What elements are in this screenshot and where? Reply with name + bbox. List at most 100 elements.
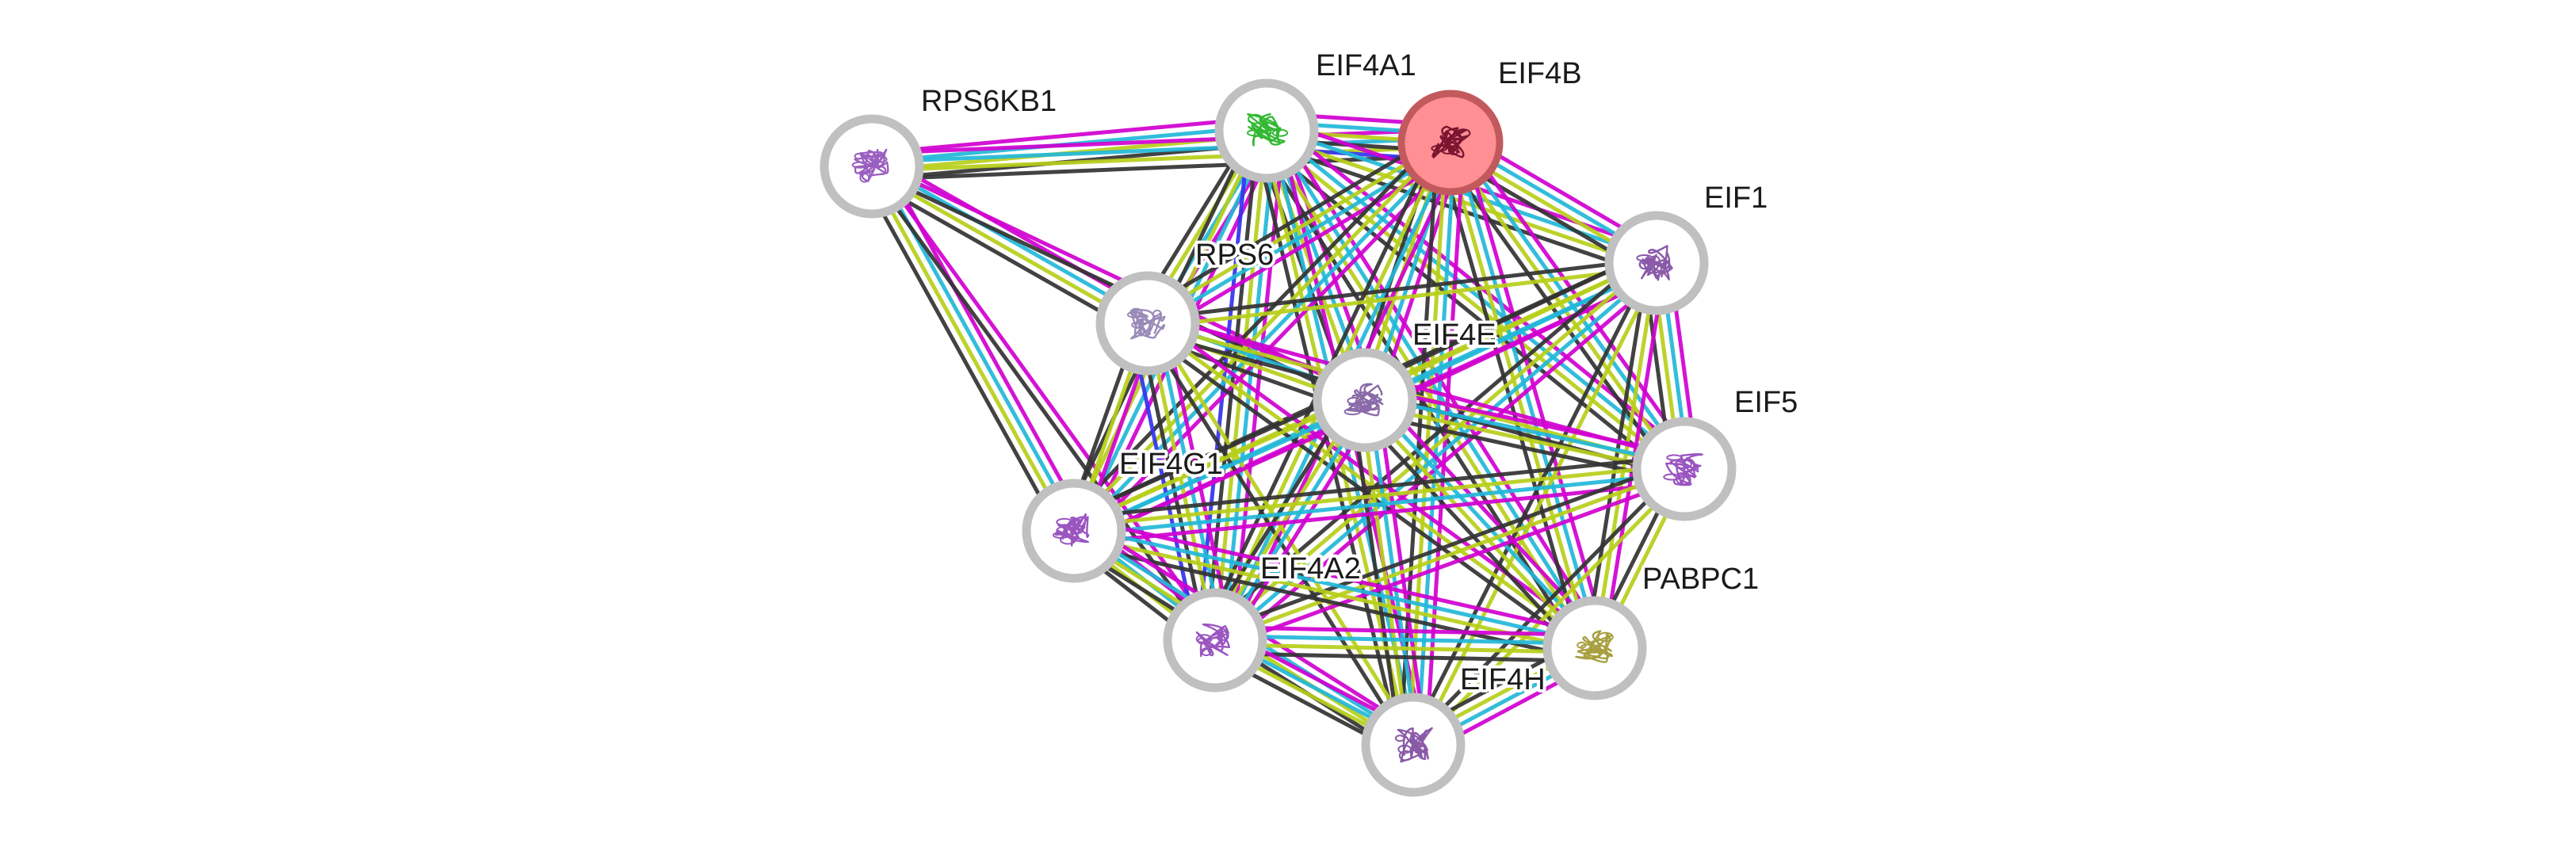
- edge-evidence-textmining: [1149, 319, 1420, 745]
- edge-evidence-coexpression: [1407, 259, 1655, 746]
- node-label: RPS6: [1195, 238, 1274, 272]
- edge-evidence-coexpression: [1145, 257, 1658, 322]
- node-label: EIF1: [1704, 181, 1768, 215]
- edge-eif5-eif4a2[interactable]: [1210, 459, 1690, 650]
- node-pabpc1[interactable]: PABPC1: [1542, 559, 1762, 700]
- node-rps6kb1[interactable]: RPS6KB1: [820, 82, 1060, 219]
- edge-evidence-textmining: [1592, 261, 1659, 650]
- edge-evidence-textmining: [1213, 642, 1597, 654]
- edge-evidence-coexpression: [1062, 132, 1443, 525]
- node-eif4h[interactable]: EIF4H: [1361, 660, 1549, 797]
- node-eif4g1[interactable]: EIF4G1: [1022, 444, 1226, 583]
- edge-evidence-textmining: [1143, 136, 1450, 322]
- protein-structure-icon: [1247, 113, 1289, 147]
- edge-evidence-coexpression: [1435, 144, 1584, 654]
- protein-structure-icon: [1636, 245, 1673, 281]
- edge-evidence-coexpression: [1398, 139, 1440, 746]
- edge-evidence-databases: [1452, 139, 1601, 649]
- edge-rps6kb1-eif4b[interactable]: [869, 128, 1454, 181]
- edge-evidence-experiments: [1424, 141, 1466, 748]
- protein-structure-icon: [1394, 727, 1433, 763]
- edge-evidence-textmining: [1262, 132, 1684, 475]
- edge-evidence-coexpression: [1213, 650, 1597, 663]
- edge-evidence-textmining: [1146, 265, 1660, 330]
- node-rps6[interactable]: RPS6: [1095, 235, 1277, 376]
- edge-evidence-coexpression: [1210, 459, 1684, 635]
- edge-evidence-experiments: [1461, 136, 1610, 647]
- edge-evidence-experiments: [876, 153, 1156, 315]
- edge-evidence-experiments: [1073, 479, 1688, 546]
- edge-eif4b-rps6[interactable]: [1139, 129, 1459, 337]
- edge-evidence-textmining: [1213, 128, 1269, 643]
- edge-evidence-databases: [1154, 319, 1226, 641]
- edge-evidence-experiments: [1213, 625, 1597, 638]
- protein-structure-icon: [1126, 307, 1166, 340]
- node-label: PABPC1: [1642, 563, 1759, 596]
- edge-evidence-experiments: [1081, 149, 1462, 542]
- protein-structure-icon: [1052, 513, 1090, 547]
- edge-evidence-databases: [1075, 143, 1456, 536]
- protein-structure-icon: [1195, 623, 1231, 658]
- edge-eif1-eif4h[interactable]: [1407, 259, 1663, 749]
- edge-eif1-rps6[interactable]: [1145, 257, 1660, 330]
- edge-evidence-experiments: [1458, 132, 1697, 464]
- protein-structure-icon: [851, 148, 889, 183]
- node-eif5[interactable]: EIF5: [1632, 383, 1801, 521]
- node-label: EIF4H: [1460, 663, 1546, 696]
- edge-evidence-textmining: [867, 168, 1148, 330]
- edge-evidence-coexpression: [870, 153, 1454, 181]
- edge-evidence-textmining: [1213, 467, 1687, 643]
- edge-evidence-databases: [1363, 394, 1687, 467]
- node-label: EIF4A1: [1316, 49, 1416, 82]
- edge-evidence-databases: [869, 136, 1453, 165]
- edge-evidence-coexpression: [1256, 139, 1679, 482]
- edge-evidence-coexpression: [863, 175, 1144, 337]
- edge-rps6kb1-rps6[interactable]: [863, 153, 1156, 337]
- edge-evidence-experiments: [1365, 385, 1689, 459]
- edge-evidence-experiments: [1075, 516, 1600, 638]
- edge-evidence-databases: [1216, 264, 1662, 646]
- edge-eif4a2-pabpc1[interactable]: [1213, 625, 1597, 663]
- edge-evidence-experiments: [1150, 314, 1602, 643]
- edge-eif5-eif4h[interactable]: [1408, 464, 1690, 750]
- edge-evidence-textmining: [1359, 399, 1412, 748]
- node-eif4e[interactable]: EIF4E: [1313, 315, 1500, 452]
- edge-evidence-coexpression: [1408, 464, 1684, 744]
- edge-eif4b-pabpc1[interactable]: [1435, 136, 1610, 654]
- edge-evidence-coexpression: [1070, 454, 1685, 521]
- node-circle[interactable]: [1163, 588, 1267, 692]
- node-label: EIF4E: [1412, 319, 1496, 352]
- edge-evidence-databases: [1148, 144, 1455, 330]
- edge-evidence-coexpression: [1066, 386, 1362, 521]
- edge-eif5-eif4g1[interactable]: [1070, 454, 1688, 546]
- edge-evidence-experiments: [873, 162, 1221, 640]
- node-label: EIF5: [1734, 386, 1798, 419]
- edge-evidence-experiments: [869, 128, 1452, 156]
- edge-evidence-textmining: [1145, 321, 1217, 643]
- edge-evidence-databases: [1366, 397, 1420, 746]
- edge-evidence-databases: [1072, 525, 1598, 647]
- protein-structure-icon: [1343, 383, 1384, 417]
- node-eif4a1[interactable]: EIF4A1: [1214, 46, 1420, 183]
- edge-evidence-textmining: [1071, 463, 1686, 529]
- edge-evidence-textmining: [1415, 262, 1663, 749]
- edge-evidence-coexpression: [1139, 129, 1447, 315]
- node-label: RPS6KB1: [921, 85, 1057, 118]
- edge-evidence-textmining: [1070, 394, 1366, 529]
- protein-structure-icon: [1663, 452, 1703, 486]
- node-eif1[interactable]: EIF1: [1604, 178, 1771, 315]
- node-label: EIF4G1: [1119, 448, 1223, 481]
- edge-evidence-textmining: [869, 144, 1453, 173]
- edge-evidence-databases: [1213, 634, 1597, 647]
- node-eif4b[interactable]: EIF4B: [1397, 54, 1585, 196]
- edge-eif4b-eif4g1[interactable]: [1062, 132, 1462, 542]
- edge-evidence-textmining: [1414, 470, 1690, 750]
- edge-evidence-coexpression: [1584, 259, 1650, 649]
- edge-evidence-experiments: [869, 116, 1268, 156]
- edge-evidence-databases: [1451, 138, 1690, 469]
- protein-structure-icon: [1575, 630, 1614, 663]
- edge-rps6kb1-eif4g1[interactable]: [858, 158, 1087, 540]
- node-eif4a2[interactable]: EIF4A2: [1163, 549, 1364, 692]
